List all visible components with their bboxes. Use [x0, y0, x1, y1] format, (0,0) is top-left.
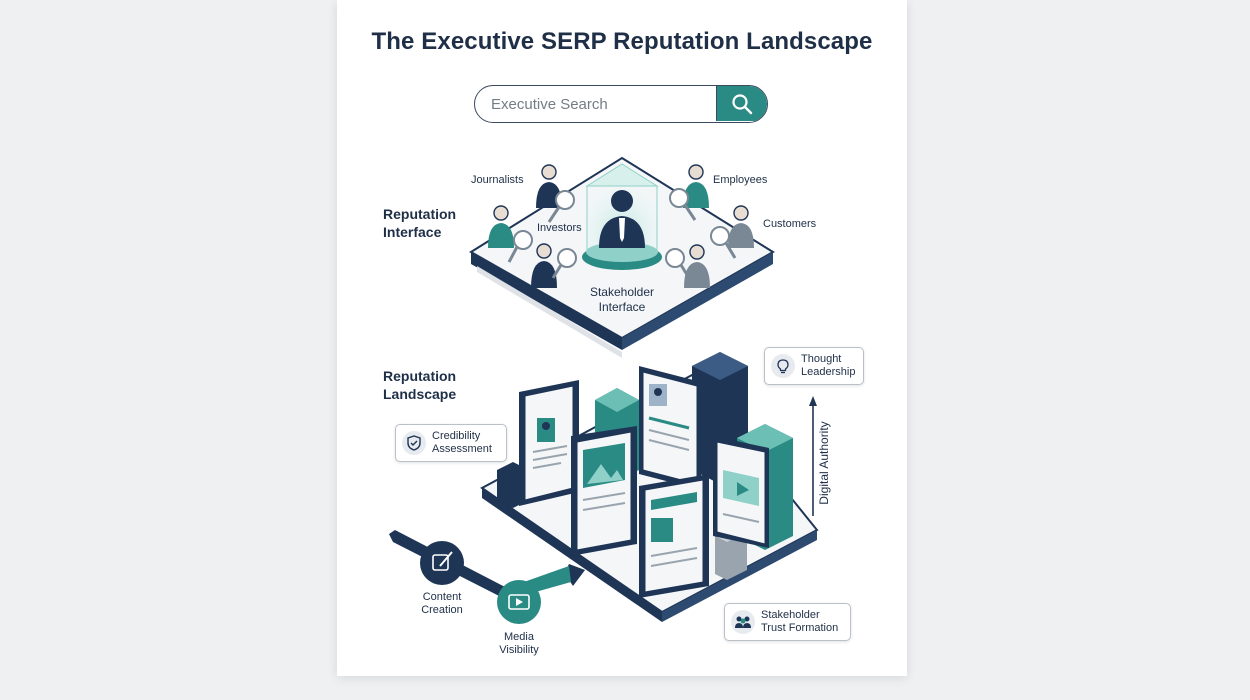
page-title: The Executive SERP Reputation Landscape	[371, 28, 873, 55]
infographic-card: The Executive SERP Reputation Landscape	[337, 0, 907, 676]
media-visibility-label: Media Visibility	[499, 631, 539, 656]
investors-label: Investors	[537, 222, 582, 234]
lightbulb-icon	[771, 354, 795, 378]
reputation-landscape-label: Reputation Landscape	[383, 368, 457, 402]
thought-leadership-callout: Thought Leadership	[764, 347, 864, 385]
customers-label: Customers	[763, 218, 817, 230]
media-document-left	[571, 426, 637, 556]
stakeholder-trust-callout: Stakeholder Trust Formation	[724, 603, 851, 641]
credibility-assessment-callout: Credibility Assessment	[395, 424, 507, 462]
content-creation-step	[420, 541, 464, 585]
stakeholder-customer-right	[710, 205, 754, 259]
video-document-right	[713, 436, 769, 548]
stakeholder-investor-front	[531, 243, 577, 288]
people-group-icon	[731, 610, 755, 634]
media-document-center	[639, 474, 709, 598]
stakeholder-journalist	[536, 164, 575, 223]
profile-document-left	[519, 380, 579, 506]
digital-authority-axis	[809, 396, 817, 516]
search-button[interactable]	[716, 86, 767, 121]
media-visibility-step	[497, 580, 541, 624]
search-bar[interactable]	[474, 85, 768, 123]
stakeholder-investor-left	[488, 205, 533, 263]
profile-document-center	[639, 366, 701, 490]
diagram-illustration	[389, 156, 819, 624]
shield-check-icon	[402, 431, 426, 455]
executive-figure	[582, 163, 662, 270]
reputation-interface-label: Reputation Interface	[383, 206, 457, 240]
content-creation-label: Content Creation	[421, 591, 463, 616]
stakeholder-customer-front	[665, 244, 710, 288]
journalists-label: Journalists	[471, 174, 524, 186]
stakeholder-employee	[669, 164, 709, 221]
digital-authority-label: Digital Authority	[817, 421, 831, 505]
stakeholder-interface-label: Stakeholder Interface	[589, 285, 655, 314]
search-input[interactable]	[475, 86, 737, 122]
search-icon	[732, 93, 753, 114]
employees-label: Employees	[713, 174, 768, 186]
